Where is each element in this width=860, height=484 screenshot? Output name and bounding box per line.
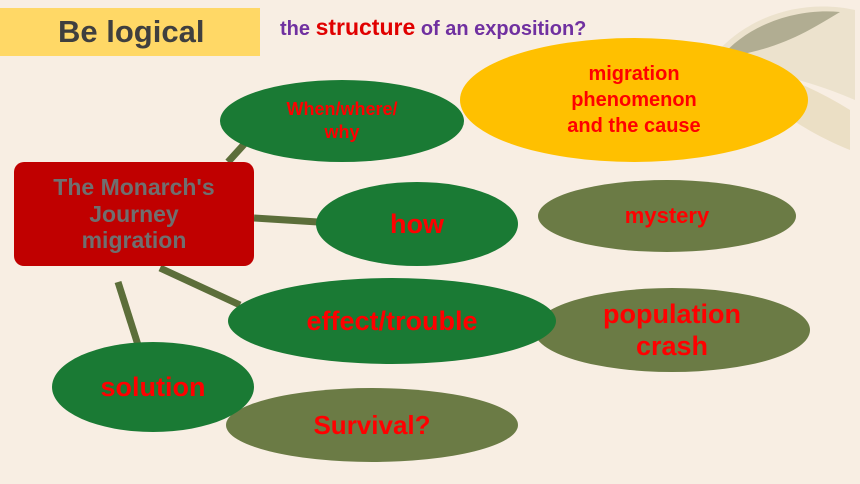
- node-survival: Survival?: [226, 388, 518, 462]
- connector-solution: [114, 280, 142, 347]
- subtitle-pre: the: [280, 18, 316, 40]
- node-center: The Monarch's Journey migration: [14, 162, 254, 266]
- title-banner: Be logical: [0, 8, 260, 56]
- connector-effect: [158, 264, 242, 309]
- subtitle-highlight: structure: [315, 14, 416, 40]
- subtitle-post: of an exposition?: [415, 18, 587, 40]
- node-when-where-why: When/where/ why: [220, 80, 464, 162]
- node-phenomenon: migration phenomenon and the cause: [460, 38, 808, 162]
- node-mystery: mystery: [538, 180, 796, 252]
- node-population-crash: population crash: [534, 288, 810, 372]
- connector-how: [253, 214, 319, 226]
- subtitle: the structure of an exposition?: [280, 14, 586, 41]
- node-how: how: [316, 182, 518, 266]
- node-effect-trouble: effect/trouble: [228, 278, 556, 364]
- page-title: Be logical: [58, 14, 205, 49]
- node-solution: solution: [52, 342, 254, 432]
